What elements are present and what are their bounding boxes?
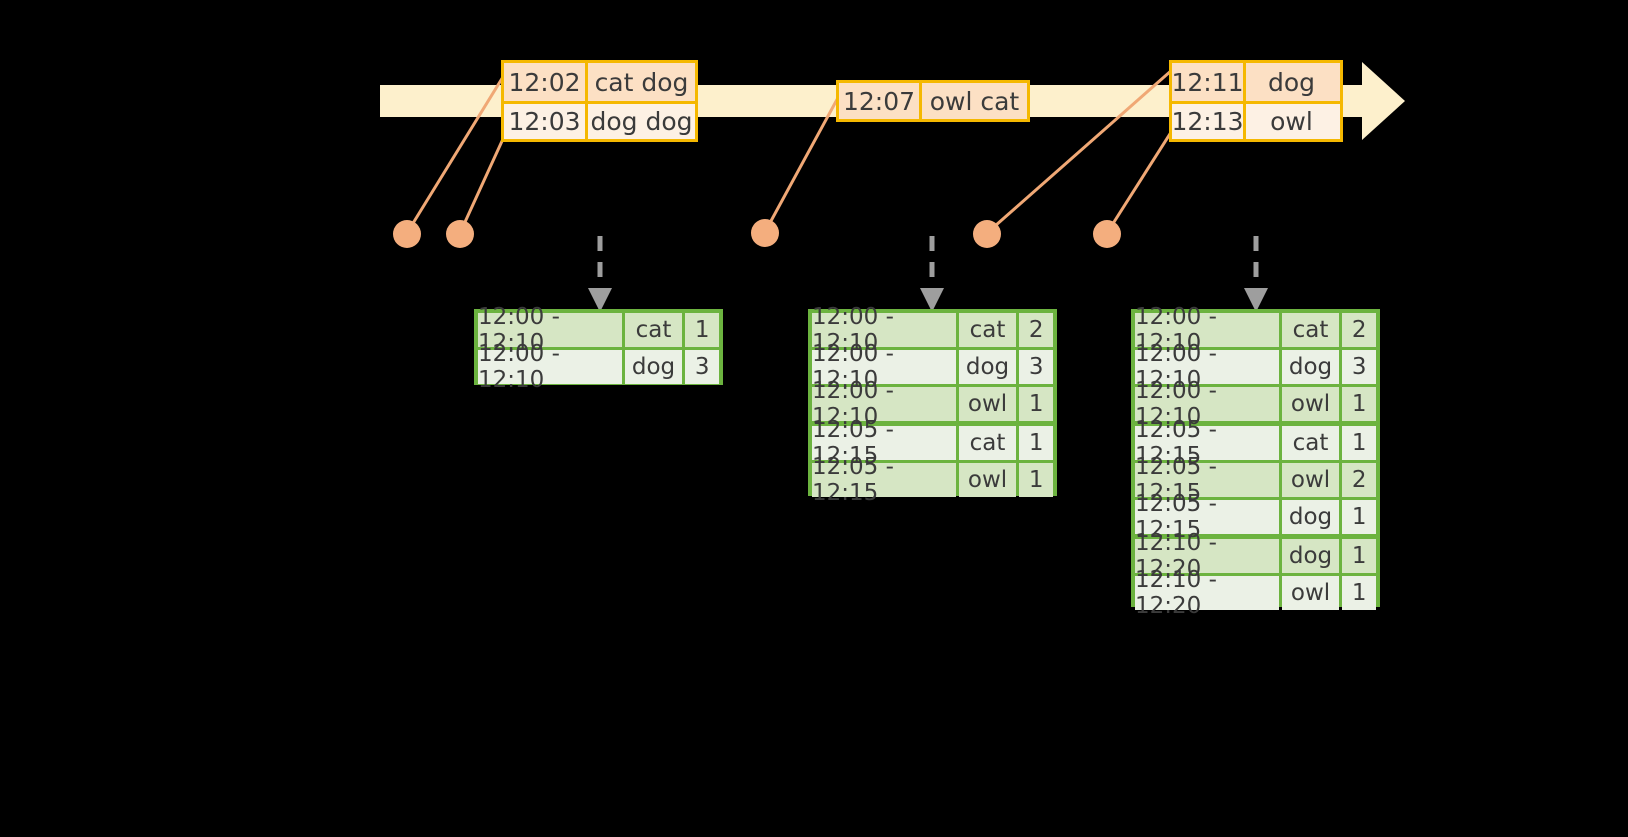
cell-count: 1 [685, 313, 720, 347]
cell-count: 1 [1342, 426, 1377, 460]
cell-window: 12:05 - 12:15 [1135, 491, 1279, 543]
event-time: 12:03 [504, 104, 588, 139]
cell-count: 3 [685, 350, 720, 384]
cell-word: owl [958, 463, 1017, 497]
cell-window: 12:00 - 12:10 [812, 304, 956, 356]
event-row: 12:07 owl cat [839, 83, 1027, 119]
cell-word: dog [1281, 350, 1340, 384]
event-dot [446, 220, 474, 248]
cell-window: 12:00 - 12:10 [478, 341, 622, 393]
event-time: 12:02 [504, 63, 588, 101]
cell-count: 1 [1342, 500, 1377, 534]
cell-word: dog [1281, 539, 1340, 573]
cell-word: owl [1281, 463, 1340, 497]
cell-word: dog [958, 350, 1017, 384]
event-row: 12:13 owl [1171, 101, 1340, 139]
cell-word: owl [1281, 387, 1340, 421]
cell-window: 12:00 - 12:10 [1135, 378, 1279, 430]
dashed-arrow-heads [588, 288, 1268, 312]
event-box-2[interactable]: 12:07 owl cat [836, 80, 1030, 122]
cell-window: 12:05 - 12:15 [812, 454, 956, 506]
connector-lines [405, 68, 1177, 235]
event-dot [751, 219, 779, 247]
event-words: owl cat [922, 83, 1027, 119]
cell-count: 1 [1019, 463, 1054, 497]
event-row: 12:02 cat dog [504, 63, 695, 101]
cell-count: 3 [1342, 350, 1377, 384]
cell-word: cat [958, 313, 1017, 347]
event-box-1[interactable]: 12:02 cat dog 12:03 dog dog [501, 60, 698, 142]
event-words: dog dog [588, 104, 695, 139]
event-box-3[interactable]: 12:11 dog 12:13 owl [1169, 60, 1343, 142]
event-dots [393, 219, 1121, 248]
cell-count: 1 [1019, 387, 1054, 421]
cell-window: 12:00 - 12:10 [812, 341, 956, 393]
cell-word: dog [624, 350, 683, 384]
cell-word: owl [1281, 576, 1340, 610]
cell-count: 2 [1342, 463, 1377, 497]
cell-word: cat [1281, 426, 1340, 460]
event-dot [1093, 220, 1121, 248]
cell-window: 12:00 - 12:10 [1135, 341, 1279, 393]
cell-window: 12:00 - 12:10 [812, 378, 956, 430]
cell-count: 1 [1342, 539, 1377, 573]
event-dot [973, 220, 1001, 248]
cell-count: 2 [1019, 313, 1054, 347]
event-row: 12:11 dog [1171, 63, 1340, 101]
cell-count: 3 [1019, 350, 1054, 384]
arrow-head-icon [1244, 288, 1268, 312]
arrow-head-icon [588, 288, 612, 312]
cell-word: cat [958, 426, 1017, 460]
event-time: 12:11 [1171, 63, 1246, 101]
event-time: 12:07 [839, 83, 922, 119]
cell-word: owl [958, 387, 1017, 421]
arrow-head-icon [920, 288, 944, 312]
event-words: owl [1246, 104, 1337, 139]
cell-word: cat [624, 313, 683, 347]
cell-window: 12:10 - 12:20 [1135, 567, 1279, 619]
cell-word: cat [1281, 313, 1340, 347]
event-row: 12:03 dog dog [504, 101, 695, 139]
event-time: 12:13 [1171, 104, 1246, 139]
event-words: dog [1246, 63, 1337, 101]
event-dot [393, 220, 421, 248]
cell-count: 1 [1019, 426, 1054, 460]
cell-word: dog [1281, 500, 1340, 534]
cell-count: 1 [1342, 387, 1377, 421]
cell-count: 2 [1342, 313, 1377, 347]
cell-count: 1 [1342, 576, 1377, 610]
event-words: cat dog [588, 63, 695, 101]
dashed-arrows [597, 236, 1259, 288]
cell-window: 12:05 - 12:15 [1135, 454, 1279, 506]
cell-window: 12:05 - 12:15 [812, 417, 956, 469]
